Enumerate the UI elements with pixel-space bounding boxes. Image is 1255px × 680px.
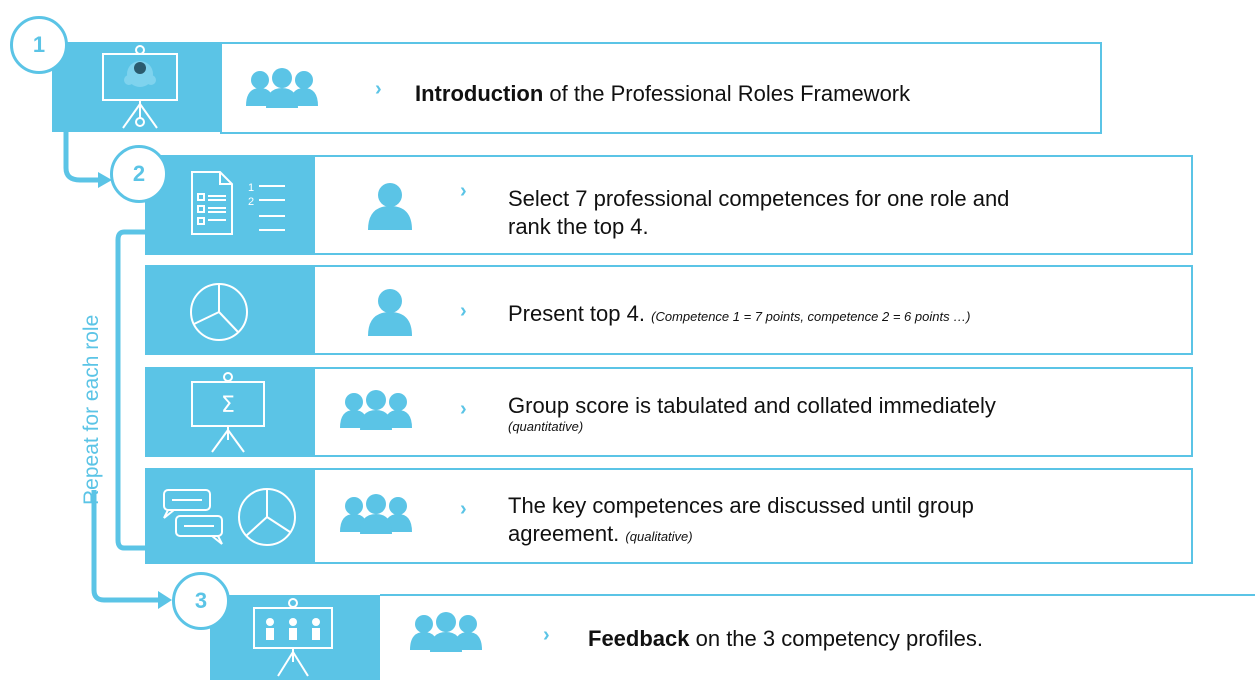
step2d-chevron: › (460, 498, 467, 520)
step2b-box (313, 265, 1193, 355)
step1-chevron: › (375, 78, 382, 100)
step2c-box (313, 367, 1193, 457)
step2d-icon-panel (145, 468, 315, 564)
step1-rest: of the Professional Roles Framework (543, 81, 911, 106)
step3-bold: Feedback (588, 626, 690, 651)
step2d-box (313, 468, 1193, 564)
step2c-note: (quantitative) (508, 419, 584, 434)
step3-number: 3 (172, 572, 230, 630)
step2d-line2: agreement. (508, 521, 620, 546)
person-icon (368, 289, 412, 336)
step1-icon-panel (52, 42, 222, 132)
step2b-text: Present top 4. (Competence 1 = 7 points,… (508, 300, 971, 331)
sigma-board-icon: Σ (191, 372, 265, 453)
step2-chevron: › (460, 180, 467, 202)
step2-icon-panel (145, 155, 315, 255)
step2-text: Select 7 professional competences for on… (508, 185, 1009, 241)
pie-chart-icon (190, 283, 248, 341)
step2-number: 2 (110, 145, 168, 203)
group-icon (340, 494, 412, 534)
svg-text:1: 1 (248, 182, 254, 194)
step2-line2: rank the top 4. (508, 214, 649, 239)
step1-text: Introduction of the Professional Roles F… (415, 80, 910, 108)
step1-bold: Introduction (415, 81, 544, 106)
presenter-board-icon (102, 45, 178, 129)
step2c-text: Group score is tabulated and collated im… (508, 392, 996, 434)
step3-text: Feedback on the 3 competency profiles. (588, 625, 983, 653)
step2d-text: The key competences are discussed until … (508, 492, 974, 551)
step2b-main: Present top 4. (508, 301, 645, 326)
step2-line1: Select 7 professional competences for on… (508, 186, 1010, 211)
step1-box (220, 42, 1102, 134)
three-people-board-icon (253, 598, 333, 677)
step2b-icon-panel (145, 265, 315, 355)
group-icon (410, 612, 482, 652)
step2c-chevron: › (460, 398, 467, 420)
svg-text:2: 2 (248, 196, 254, 208)
group-icon (340, 390, 412, 430)
svg-text:Σ: Σ (221, 393, 235, 418)
pie-chart-icon (238, 488, 296, 546)
step2d-line1: The key competences are discussed until … (508, 493, 974, 518)
step1-number: 1 (10, 16, 68, 74)
step2c-line1: Group score is tabulated and collated im… (508, 393, 996, 418)
step2-box (313, 155, 1193, 255)
checklist-icon (191, 171, 233, 235)
step2b-note: (Competence 1 = 7 points, competence 2 =… (651, 309, 971, 324)
person-icon (368, 183, 412, 230)
step3-rest: on the 3 competency profiles. (689, 626, 983, 651)
step3-chevron: › (543, 624, 550, 646)
loop-label: Repeat for each role (80, 314, 103, 505)
group-icon (246, 68, 318, 108)
numbered-list-icon: 1 2 (248, 182, 285, 231)
step2b-chevron: › (460, 300, 467, 322)
step2d-note: (qualitative) (625, 529, 693, 544)
chat-bubbles-icon (163, 489, 223, 545)
